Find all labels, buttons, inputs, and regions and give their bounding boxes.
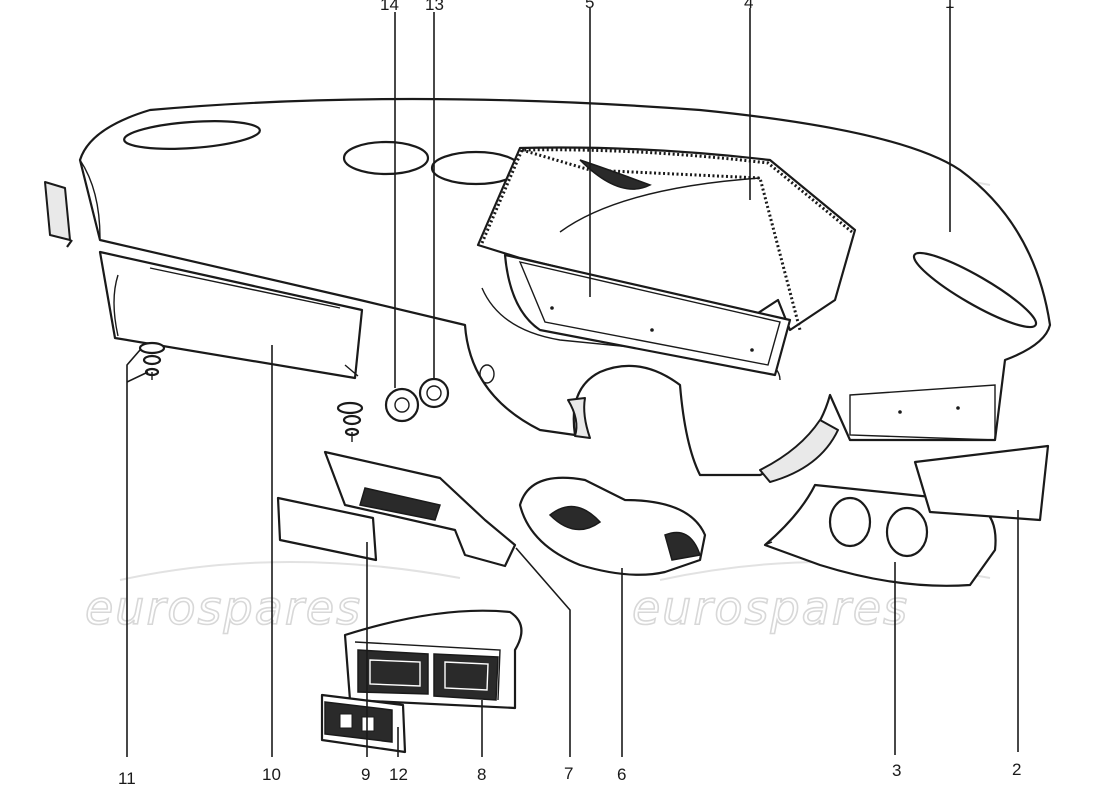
- glovebox-lid: [98, 250, 364, 380]
- vent-housing: [343, 609, 523, 710]
- callout-labels: 1 2 3 4 5 6 7 8 9 10 11 12 13 14: [118, 0, 1021, 788]
- fastener-set: [138, 341, 364, 442]
- callout-label: 12: [389, 765, 408, 784]
- cover-plate: [276, 496, 378, 562]
- callout-label: 6: [617, 765, 626, 784]
- left-end-cap: [44, 181, 73, 248]
- callout-label: 7: [564, 764, 573, 783]
- side-trim-panel: [913, 444, 1050, 522]
- instrument-surround: [503, 253, 792, 377]
- callout-label: 8: [477, 765, 486, 784]
- instrument-hood: [476, 146, 857, 332]
- center-tray: [323, 450, 517, 568]
- callout-label: 2: [1012, 760, 1021, 779]
- grommet-pair: [384, 377, 450, 423]
- switch-unit: [320, 693, 407, 754]
- watermark-swoosh: [119, 560, 461, 581]
- callout-label: 14: [380, 0, 399, 14]
- callout-label: 1: [945, 0, 954, 12]
- callout-label: 3: [892, 761, 901, 780]
- callout-label: 9: [361, 765, 370, 784]
- watermark-text: eurospares: [85, 581, 362, 635]
- leader-lines: [126, 6, 1019, 757]
- callout-label: 5: [585, 0, 594, 12]
- callout-label: 11: [118, 769, 136, 788]
- callout-label: 10: [262, 765, 281, 784]
- watermark-text: eurospares: [632, 581, 909, 635]
- column-shroud: [518, 476, 707, 576]
- callout-label: 4: [744, 0, 753, 12]
- callout-label: 13: [425, 0, 444, 14]
